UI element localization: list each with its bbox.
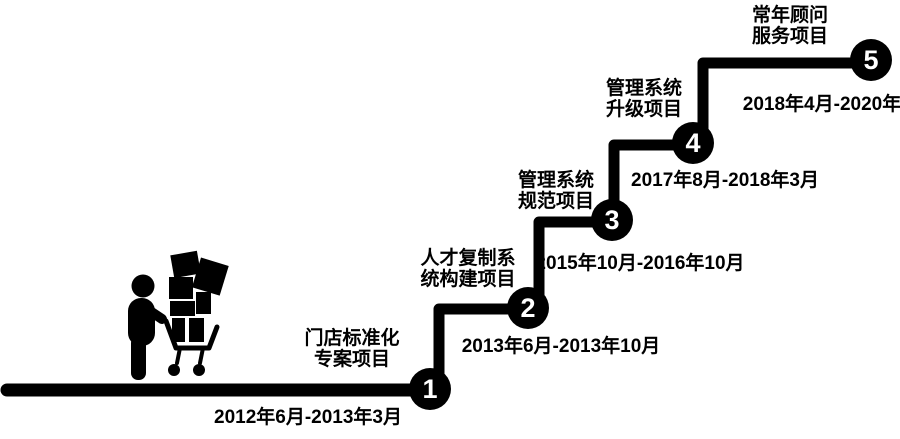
person-pushing-cart-with-boxes-icon <box>128 250 229 380</box>
milestone-1-node: 1 <box>409 368 451 410</box>
milestone-2-label: 人才复制系 统构建项目 <box>420 248 516 290</box>
cart-wheel-left <box>168 364 180 376</box>
milestone-5-label: 常年顾问 服务项目 <box>751 5 829 47</box>
cart-strut-left <box>175 346 182 365</box>
milestone-3-node: 3 <box>591 199 633 241</box>
milestone-5-date: 2018年4月-2020年 <box>742 94 900 115</box>
milestone-2-node: 2 <box>507 287 549 329</box>
milestone-3-label: 管理系统 规范项目 <box>517 170 595 212</box>
milestone-1-label: 门店标准化 专案项目 <box>304 328 400 370</box>
milestone-5-node: 5 <box>850 39 892 81</box>
milestone-4-node: 4 <box>672 122 714 164</box>
cart-boxes <box>169 250 229 342</box>
milestone-3-date: 2015年10月-2016年10月 <box>535 253 745 274</box>
step-line-4-5 <box>697 57 870 143</box>
step-line-1-2 <box>433 303 530 390</box>
milestone-4-date: 2017年8月-2018年3月 <box>631 170 819 191</box>
milestone-1-date: 2012年6月-2013年3月 <box>214 407 402 428</box>
cart-frame <box>150 310 220 351</box>
step-lines <box>433 57 870 390</box>
step-line-3-4 <box>608 139 695 220</box>
milestone-2-date: 2013年6月-2013年10月 <box>461 336 661 357</box>
person-head <box>131 274 155 298</box>
cart-strut-right <box>198 346 205 365</box>
person-leg <box>131 336 146 380</box>
cart-wheel-right <box>193 364 205 376</box>
milestone-4-label: 管理系统 升级项目 <box>605 78 683 120</box>
step-line-2-3 <box>533 216 614 309</box>
